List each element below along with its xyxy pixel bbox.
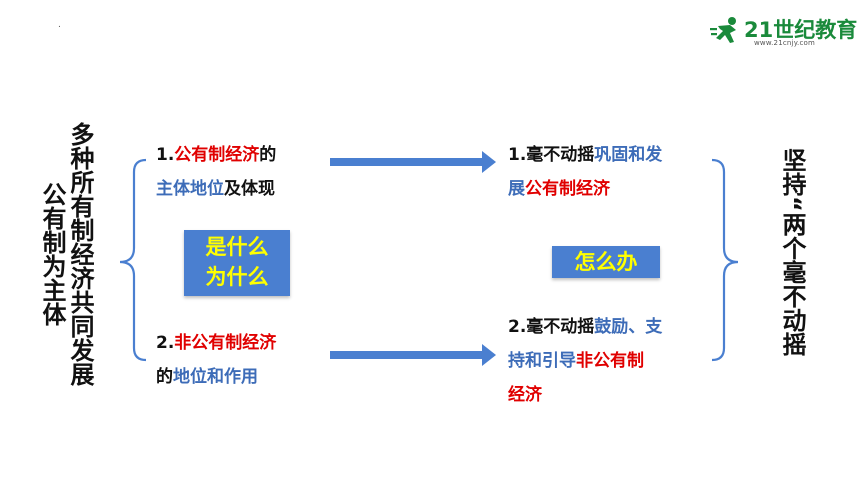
- highlight-red: 经济: [508, 385, 542, 405]
- highlight-red: 非公有制经济: [174, 333, 277, 353]
- left-title-coexistence: 多种所有制经济共同发展: [66, 122, 94, 386]
- logo: 21世纪教育 www.21cnjy.com: [708, 14, 858, 50]
- logo-url: www.21cnjy.com: [754, 39, 816, 47]
- left-item-1-line1: 1.公有制经济的: [156, 138, 276, 172]
- item-number: 1.: [156, 145, 175, 165]
- item-text: 毫不动摇: [526, 145, 595, 165]
- item-number: 2.: [508, 317, 527, 337]
- left-item-2: 2.非公有制经济 的地位和作用: [156, 326, 276, 394]
- right-item-2-line3: 经济: [508, 378, 662, 412]
- right-item-1-line1: 1.毫不动摇巩固和发: [508, 138, 662, 172]
- item-text: 的: [156, 367, 173, 387]
- highlight-red: 公有制经济: [174, 145, 260, 165]
- item-number: 1.: [508, 145, 527, 165]
- left-item-1: 1.公有制经济的 主体地位及体现: [156, 138, 276, 206]
- highlight-blue: 巩固和发: [594, 145, 663, 165]
- how-box: 怎么办: [552, 246, 660, 278]
- highlight-blue: 持和引导: [508, 351, 576, 371]
- arrow-bottom: [330, 344, 496, 366]
- what-why-box: 是什么 为什么: [184, 230, 290, 296]
- item-text: 的: [259, 145, 277, 165]
- right-item-1-line2: 展公有制经济: [508, 172, 662, 206]
- left-item-2-line1: 2.非公有制经济: [156, 326, 276, 360]
- runner-icon: [710, 17, 736, 43]
- right-item-1: 1.毫不动摇巩固和发 展公有制经济: [508, 138, 662, 206]
- right-brace: [711, 158, 739, 362]
- item-number: 2.: [156, 333, 175, 353]
- left-title-public-ownership: 公有制为主体: [38, 182, 66, 326]
- highlight-red: 非公有制: [576, 351, 644, 371]
- right-item-2-line2: 持和引导非公有制: [508, 344, 662, 378]
- logo-text: 21世纪教育: [744, 18, 858, 42]
- arrow-top: [330, 151, 496, 173]
- highlight-red: 公有制经济: [525, 179, 610, 199]
- highlight-blue: 主体地位: [156, 179, 224, 199]
- item-text: 及体现: [224, 179, 275, 199]
- highlight-blue: 地位和作用: [173, 367, 258, 387]
- right-item-2-line1: 2.毫不动摇鼓励、支: [508, 310, 662, 344]
- slide-mark: .: [58, 20, 61, 30]
- why-label: 为什么: [205, 265, 269, 289]
- what-label: 是什么: [205, 235, 269, 259]
- left-item-1-line2: 主体地位及体现: [156, 172, 276, 206]
- right-title-two-unwavering: 坚持“两个毫不动摇: [778, 148, 806, 356]
- right-item-2: 2.毫不动摇鼓励、支 持和引导非公有制 经济: [508, 310, 662, 412]
- left-brace: [119, 158, 147, 362]
- left-item-2-line2: 的地位和作用: [156, 360, 276, 394]
- highlight-blue: 鼓励、支: [594, 317, 663, 337]
- highlight-blue: 展: [508, 179, 525, 199]
- item-text: 毫不动摇: [526, 317, 595, 337]
- how-label: 怎么办: [574, 250, 638, 274]
